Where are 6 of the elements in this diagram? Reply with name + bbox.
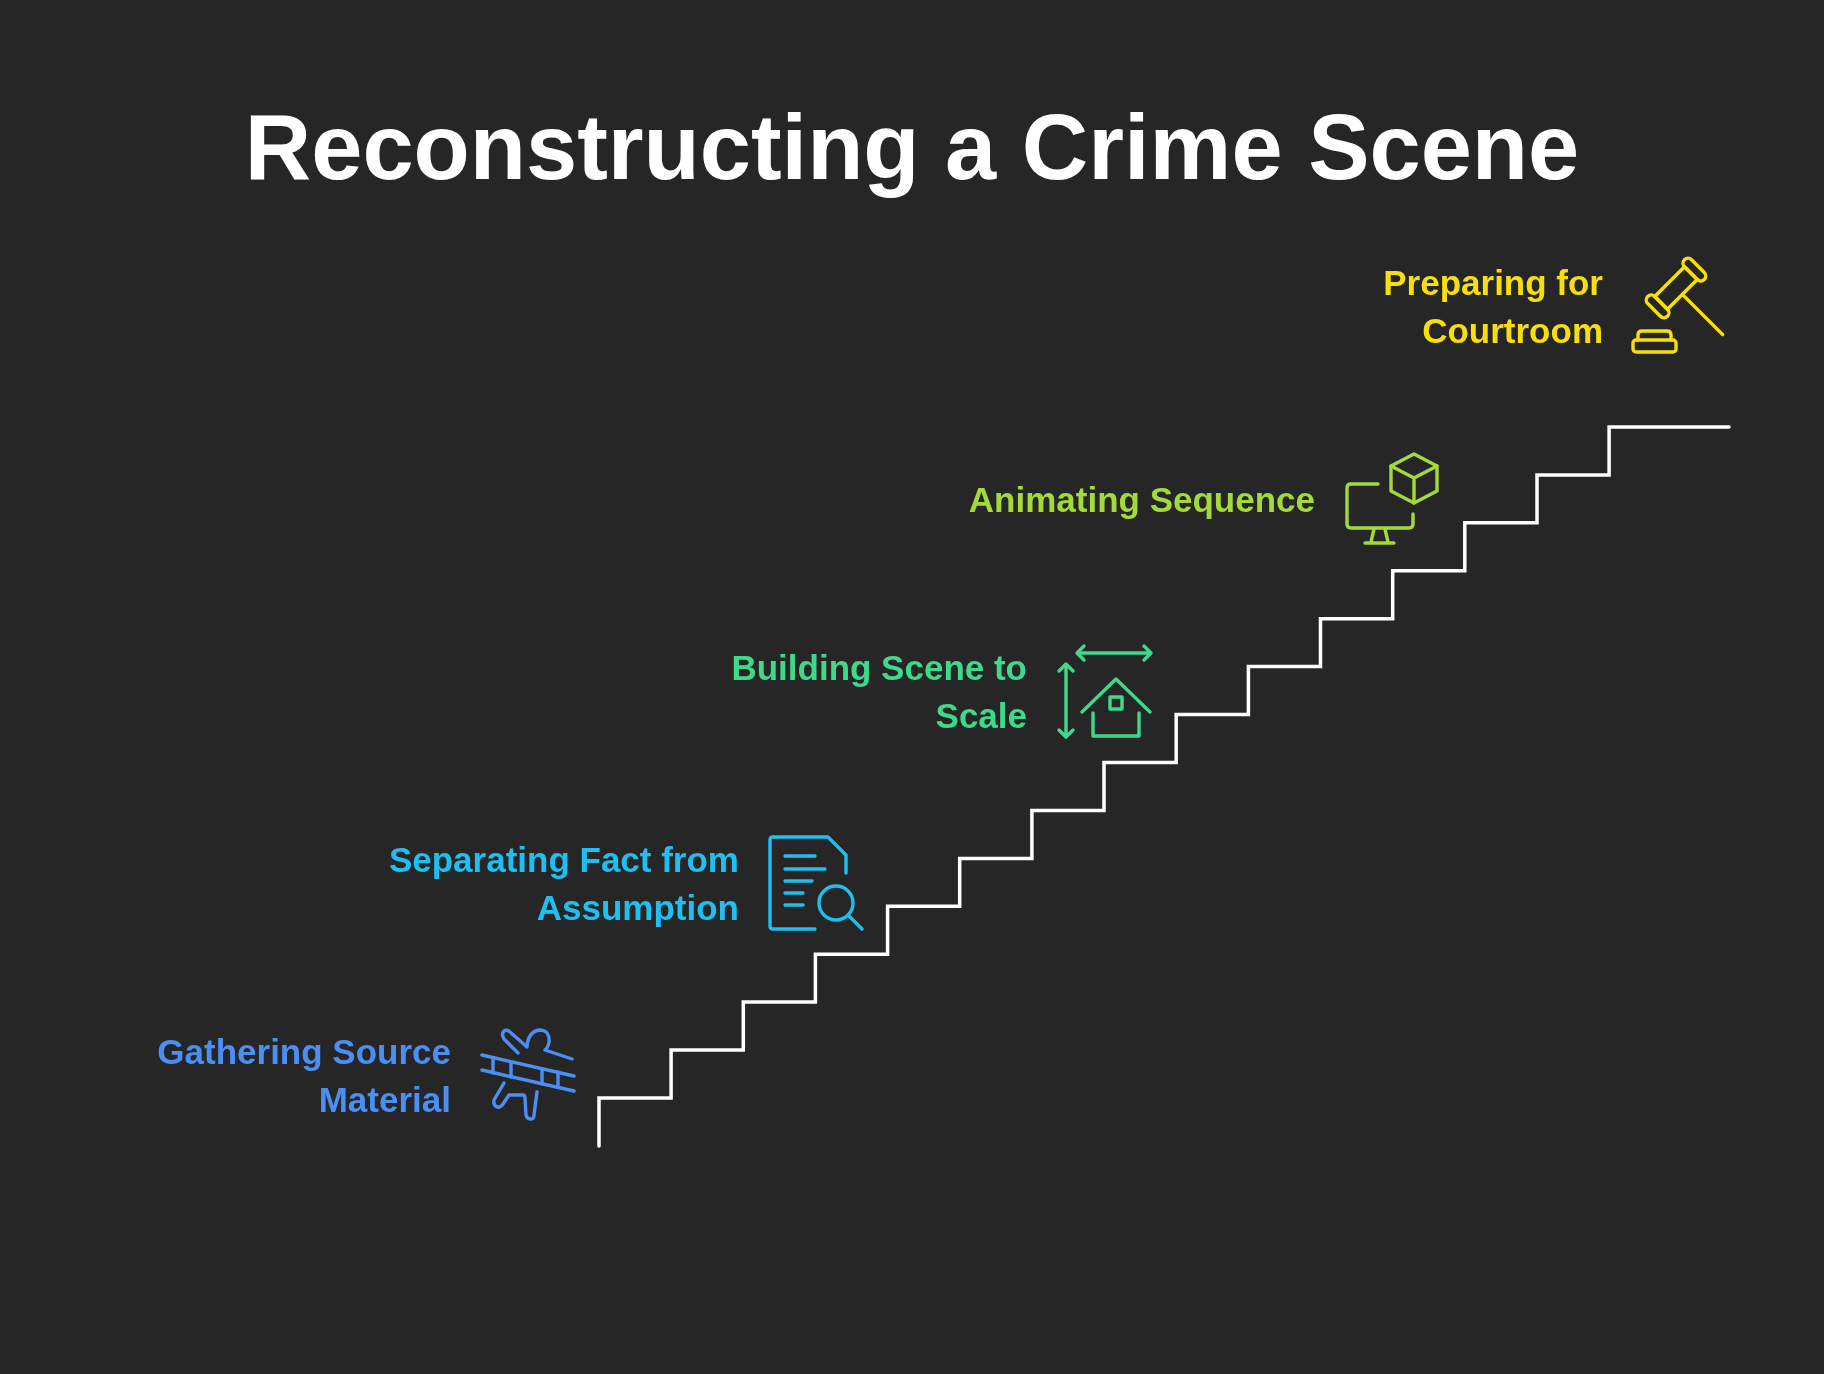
step-label: Preparing for Courtroom [1382,262,1603,352]
step-label: Animating Sequence [968,479,1315,521]
title: Reconstructing a Crime Scene [243,95,1581,200]
step-label: Gathering Source Material [156,1031,451,1121]
step-label: Building Scene to Scale [730,647,1027,737]
step-label: Separating Fact from Assumption [387,839,739,929]
